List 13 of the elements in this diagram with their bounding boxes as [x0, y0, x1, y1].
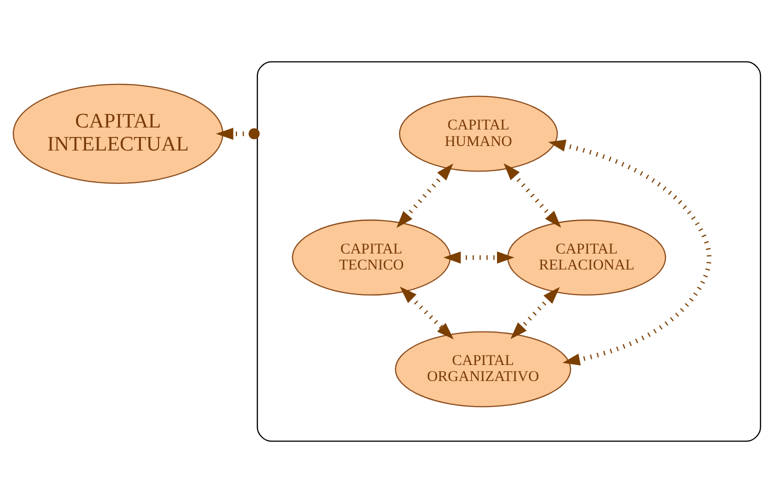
cluster [256, 60, 762, 442]
arrow [504, 162, 562, 228]
node-ellipse: CAPITAL TECNICO [292, 219, 451, 296]
arrow [548, 139, 712, 365]
arrow [396, 163, 454, 228]
arrow [400, 286, 454, 339]
node-ellipse: CAPITAL ORGANIZATIVO [394, 330, 572, 407]
arrow [216, 127, 260, 140]
node-ellipse: CAPITAL RELACIONAL [507, 219, 666, 296]
node-ellipse: CAPITAL INTELECTUAL [12, 83, 224, 184]
node-ellipse: CAPITAL HUMANO [398, 95, 558, 172]
arrow [510, 286, 560, 339]
arrow [443, 250, 514, 264]
